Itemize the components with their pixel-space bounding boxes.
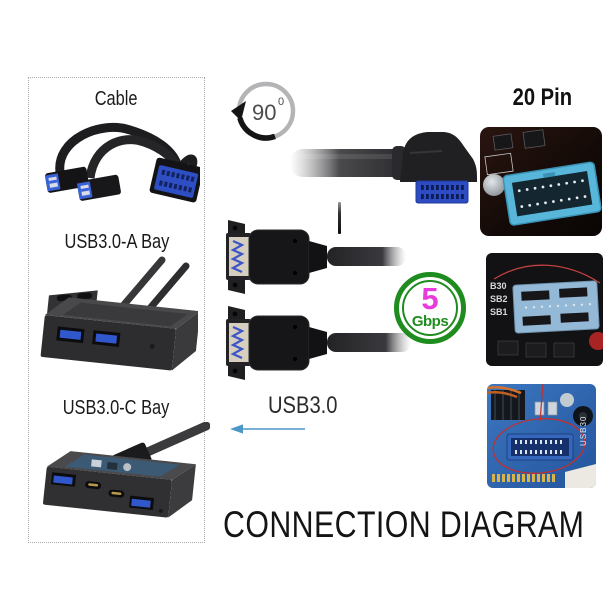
white-connector [565, 464, 596, 488]
pin-header-label-text: 20 Pin [512, 84, 572, 111]
20pin-header-cyan [502, 161, 602, 226]
usb3-c-bay-label: USB3.0-C Bay [28, 397, 205, 420]
silkscreen-usb30: USB30 [579, 416, 588, 446]
left-arrow-icon [230, 424, 305, 434]
20pin-header-blue [506, 433, 574, 461]
bay-chassis [40, 290, 198, 371]
cbay-chassis [43, 451, 196, 518]
usb-blue-tongue [230, 325, 245, 360]
speed-unit: Gbps [411, 312, 449, 330]
rotate-arrowhead [231, 101, 246, 121]
cable-label: Cable [28, 88, 205, 111]
rotation-degree-mark: 0 [278, 96, 284, 108]
connector-ridge [409, 150, 443, 154]
red-annotation-curve [493, 264, 601, 284]
rotate-90-icon: 90 0 [231, 81, 296, 141]
usb3-cable-label: USB3.0 [268, 392, 351, 420]
motherboard-header-photo-2: B30 SB2 SB1 [486, 253, 603, 366]
motherboard-header-photo-3: USB30 [487, 384, 596, 488]
speed-value: 5 [421, 281, 439, 317]
motherboard-header-photo-1 [480, 127, 602, 236]
cable-highlight [296, 154, 408, 159]
20pin-plug [149, 157, 200, 203]
rotation-angle-text: 90 [252, 100, 276, 125]
rotate-arc [237, 117, 276, 141]
connector-pins [421, 185, 464, 199]
red-circle-annotation [492, 418, 586, 474]
speed-badge-inner-ring: 5 Gbps [402, 280, 458, 336]
silkscreen-sb2: SB2 [490, 294, 508, 304]
usb-a-plug-2 [76, 174, 121, 201]
capacitor [483, 174, 505, 196]
connector-body [400, 132, 477, 182]
usb-blue-tongue [230, 239, 245, 274]
silkscreen-sb1: SB1 [490, 307, 508, 317]
20pin-header-lightblue [512, 280, 600, 334]
main-cable [290, 149, 414, 177]
connector-blue-tip [415, 180, 469, 204]
red-capacitor [589, 332, 603, 350]
diagram-title: CONNECTION DIAGRAM [223, 504, 585, 545]
panel-mount-usb-connector-2 [226, 306, 411, 380]
cable-label-text: Cable [95, 88, 138, 110]
cable-wire-2 [85, 135, 184, 179]
usb3-a-bay-label-text: USB3.0-A Bay [64, 231, 169, 253]
usb3-cable-label-text: USB3.0 [268, 392, 338, 419]
silkscreen-b30: B30 [490, 281, 507, 291]
speed-badge: 5 Gbps [394, 272, 466, 344]
pin-marker-line [338, 202, 341, 234]
panel-mount-usb-connector-1 [226, 220, 406, 294]
usb-cable-1 [327, 247, 406, 266]
pin-header-label: 20 Pin [494, 84, 590, 112]
usb3-a-bay-label: USB3.0-A Bay [28, 231, 205, 254]
usb3-a-bay-photo [40, 256, 198, 371]
usb-cable-2 [327, 333, 411, 352]
usb3-c-bay-photo [43, 422, 210, 518]
cable-photo [44, 122, 200, 203]
red-pointer-line [539, 384, 544, 422]
right-angle-20pin-connector [290, 132, 477, 204]
usb3-c-bay-label-text: USB3.0-C Bay [63, 397, 170, 419]
